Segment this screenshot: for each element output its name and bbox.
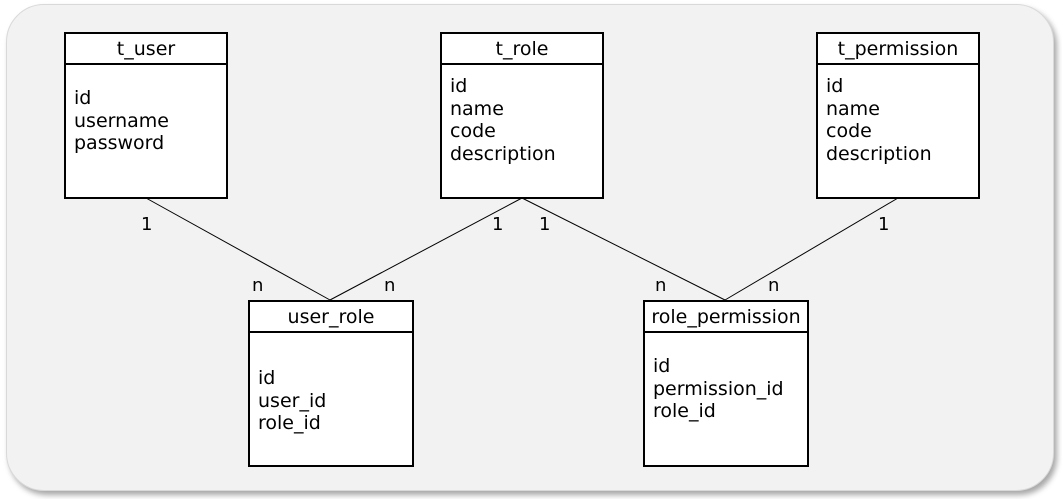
field-list: id username password <box>66 65 226 155</box>
field-list: id user_id role_id <box>250 333 412 435</box>
link-role-userrole <box>329 197 523 301</box>
field: permission_id <box>653 377 784 400</box>
entity-user-role: user_role id user_id role_id <box>248 300 414 467</box>
field: code <box>450 120 496 142</box>
entity-t-permission: t_permission id name code description <box>816 32 980 199</box>
entity-title: t_permission <box>818 34 978 65</box>
cardinality-label: 1 <box>492 214 504 235</box>
field: role_id <box>258 412 321 434</box>
field: password <box>74 132 165 154</box>
link-permission-rolepermission <box>724 197 899 301</box>
link-user-userrole <box>145 197 331 301</box>
field: name <box>826 97 880 120</box>
cardinality-label: 1 <box>141 214 153 235</box>
field: id <box>258 367 276 389</box>
link-role-rolepermission <box>521 197 726 301</box>
field: code <box>826 120 872 142</box>
field: id <box>826 75 844 97</box>
cardinality-label: n <box>252 275 264 296</box>
field: role_id <box>653 400 716 422</box>
field: description <box>450 142 556 165</box>
cardinality-label: 1 <box>539 214 551 235</box>
cardinality-label: 1 <box>878 214 890 235</box>
field: name <box>450 97 504 120</box>
entity-t-user: t_user id username password <box>64 32 228 199</box>
entity-title: t_user <box>66 34 226 65</box>
cardinality-label: n <box>384 275 396 296</box>
entity-title: user_role <box>250 302 412 333</box>
entity-title: t_role <box>442 34 602 65</box>
field-list: id permission_id role_id <box>645 333 807 423</box>
field: user_id <box>258 389 327 412</box>
field: id <box>653 355 671 377</box>
entity-t-role: t_role id name code description <box>440 32 604 199</box>
cardinality-label: n <box>655 275 667 296</box>
entity-role-permission: role_permission id permission_id role_id <box>643 300 809 467</box>
field-list: id name code description <box>818 65 978 165</box>
entity-title: role_permission <box>645 302 807 333</box>
field: id <box>74 87 92 109</box>
field: id <box>450 75 468 97</box>
field: description <box>826 142 932 165</box>
field-list: id name code description <box>442 65 602 165</box>
field: username <box>74 109 169 132</box>
cardinality-label: n <box>768 275 780 296</box>
